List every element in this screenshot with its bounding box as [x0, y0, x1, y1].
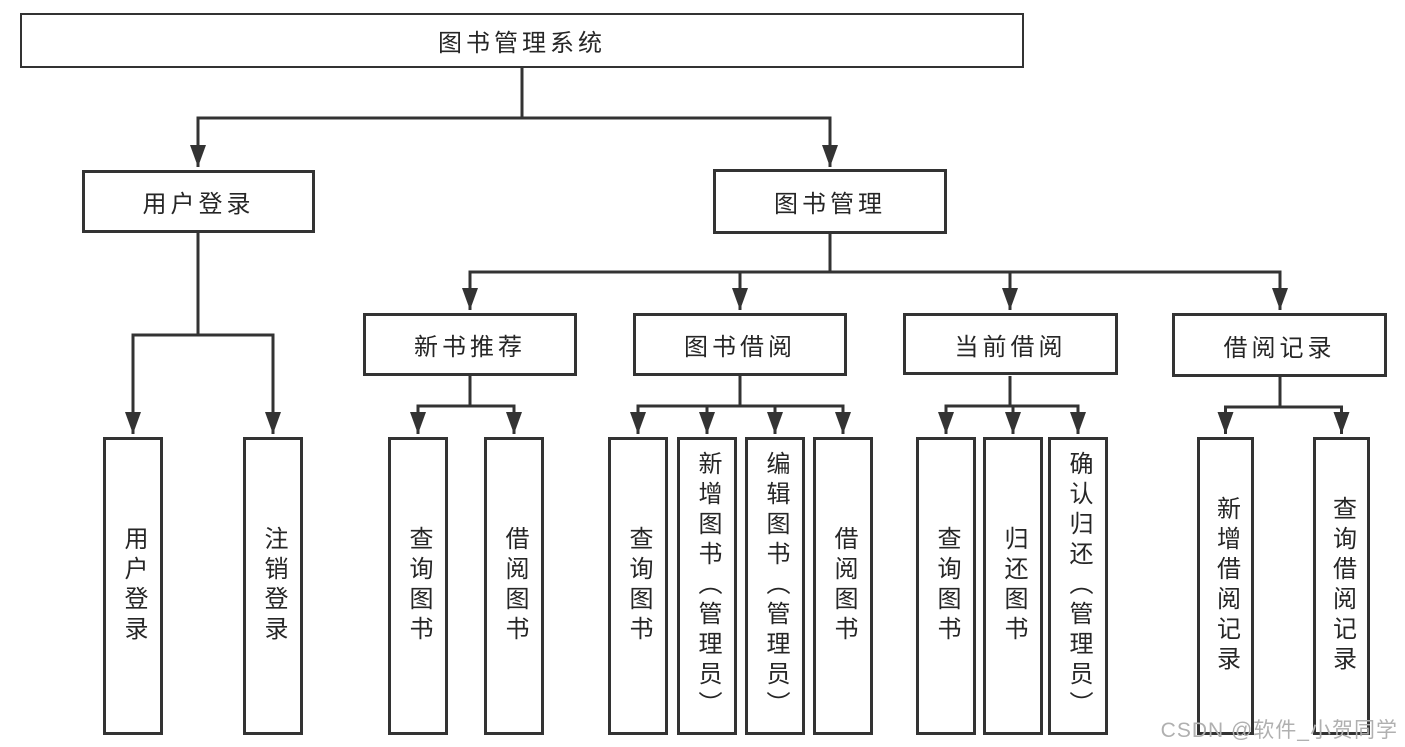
leaf-return-book: 归还图书: [983, 437, 1043, 735]
leaf-query-books-3-label: 查询图书: [933, 526, 960, 646]
leaf-query-borrow-record: 查询借阅记录: [1313, 437, 1370, 735]
node-book-borrow: 图书借阅: [633, 313, 847, 376]
leaf-return-book-label: 归还图书: [1000, 526, 1027, 646]
leaf-user-login-label: 用户登录: [120, 526, 147, 646]
node-new-book-recommend: 新书推荐: [363, 313, 577, 376]
leaf-borrow-books-1: 借阅图书: [484, 437, 544, 735]
connector-root: [196, 66, 832, 120]
leaf-add-book-admin: 新增图书（管理员）: [677, 437, 737, 735]
leaf-logout-label: 注销登录: [260, 526, 287, 646]
leaf-borrow-books-2-label: 借阅图书: [830, 526, 857, 646]
leaf-query-books-2-label: 查询图书: [625, 526, 652, 646]
node-user-login: 用户登录: [82, 170, 315, 233]
leaf-confirm-return-admin-label: 确认归还（管理员）: [1065, 451, 1092, 721]
leaf-borrow-books-1-label: 借阅图书: [501, 526, 528, 646]
watermark: CSDN @软件_小贺同学: [1160, 719, 1398, 742]
leaf-edit-book-admin: 编辑图书（管理员）: [745, 437, 805, 735]
connector-user-login: [131, 233, 275, 337]
leaf-query-books-2: 查询图书: [608, 437, 668, 735]
leaf-borrow-books-2: 借阅图书: [813, 437, 873, 735]
leaf-add-borrow-record: 新增借阅记录: [1197, 437, 1254, 735]
leaf-query-books-1-label: 查询图书: [405, 526, 432, 646]
connector-book-management: [468, 234, 1282, 274]
leaf-query-books-1: 查询图书: [388, 437, 448, 735]
leaf-add-borrow-record-label: 新增借阅记录: [1212, 496, 1240, 676]
node-library-system: 图书管理系统: [20, 13, 1024, 68]
leaf-query-books-3: 查询图书: [916, 437, 976, 735]
connector-new-book-recommend: [416, 376, 516, 408]
connector-current-borrow: [944, 376, 1080, 408]
leaf-edit-book-admin-label: 编辑图书（管理员）: [762, 451, 789, 721]
leaf-add-book-admin-label: 新增图书（管理员）: [694, 451, 721, 721]
node-borrow-records: 借阅记录: [1172, 313, 1387, 377]
node-book-management: 图书管理: [713, 169, 947, 234]
leaf-confirm-return-admin: 确认归还（管理员）: [1048, 437, 1108, 735]
node-current-borrow: 当前借阅: [903, 313, 1118, 375]
connector-book-borrow: [636, 376, 845, 408]
connector-borrow-records: [1224, 377, 1343, 409]
leaf-logout: 注销登录: [243, 437, 303, 735]
leaf-query-borrow-record-label: 查询借阅记录: [1328, 496, 1356, 676]
leaf-user-login: 用户登录: [103, 437, 163, 735]
